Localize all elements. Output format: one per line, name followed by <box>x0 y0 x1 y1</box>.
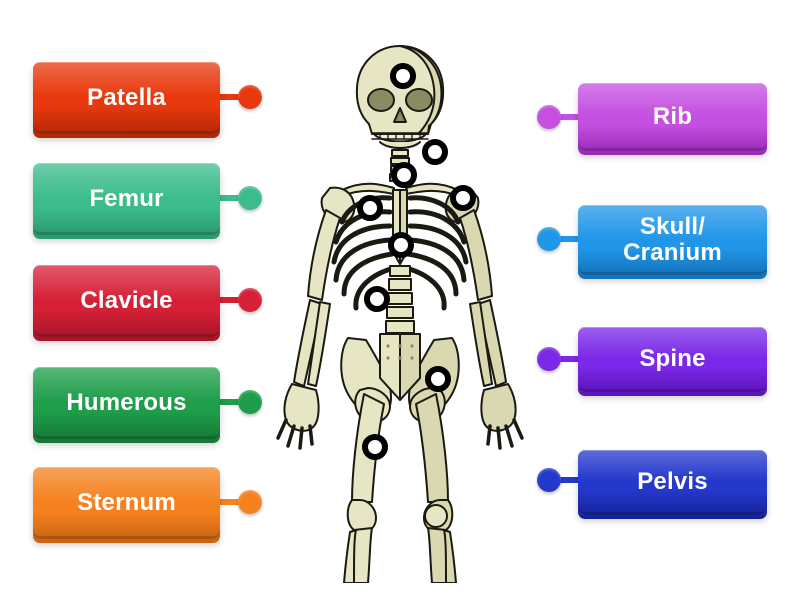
connector-stem-1 <box>557 236 589 242</box>
label-card-left-2[interactable]: Clavicle <box>33 265 220 337</box>
connector-knob-1[interactable] <box>537 227 561 251</box>
label-card-left-1[interactable]: Femur <box>33 163 220 235</box>
label-text: Rib <box>652 102 693 130</box>
marker-humerus[interactable] <box>450 185 476 211</box>
label-text: Sternum <box>77 488 176 516</box>
label-card-right-2[interactable]: Spine <box>578 327 767 392</box>
connector-knob-0[interactable] <box>537 105 561 129</box>
label-card-right-1[interactable]: Skull/ Cranium <box>578 205 767 275</box>
connector-stem-2 <box>214 297 246 303</box>
label-card-right-3[interactable]: Pelvis <box>578 450 767 515</box>
connector-knob-2[interactable] <box>238 288 262 312</box>
ribcage <box>331 189 469 311</box>
marker-patella[interactable] <box>362 434 388 460</box>
label-text: Spine <box>639 345 706 373</box>
connector-knob-4[interactable] <box>238 490 262 514</box>
marker-clavicle[interactable] <box>422 139 448 165</box>
label-text: Skull/ Cranium <box>623 212 722 266</box>
connector-stem-0 <box>557 114 589 120</box>
marker-sternum[interactable] <box>391 162 417 188</box>
connector-stem-0 <box>214 94 246 100</box>
connector-stem-1 <box>214 195 246 201</box>
connector-knob-2[interactable] <box>537 347 561 371</box>
label-card-right-0[interactable]: Rib <box>578 83 767 151</box>
label-text: Humerous <box>66 388 187 416</box>
label-text: Clavicle <box>80 286 173 314</box>
marker-pelvis[interactable] <box>364 286 390 312</box>
label-text: Patella <box>87 83 166 111</box>
label-card-left-4[interactable]: Sternum <box>33 467 220 539</box>
connector-knob-3[interactable] <box>238 390 262 414</box>
marker-femur[interactable] <box>425 366 451 392</box>
legs <box>343 393 457 583</box>
skeleton-illustration <box>268 38 532 583</box>
connector-knob-0[interactable] <box>238 85 262 109</box>
connector-stem-3 <box>214 399 246 405</box>
label-card-left-3[interactable]: Humerous <box>33 367 220 439</box>
connector-stem-3 <box>557 477 589 483</box>
arms <box>276 209 524 450</box>
marker-rib[interactable] <box>357 195 383 221</box>
connector-stem-4 <box>214 499 246 505</box>
label-card-left-0[interactable]: Patella <box>33 62 220 134</box>
label-text: Pelvis <box>637 468 708 496</box>
connector-stem-2 <box>557 356 589 362</box>
lumbar-spine <box>385 265 415 334</box>
marker-skull[interactable] <box>390 63 416 89</box>
connector-knob-3[interactable] <box>537 468 561 492</box>
label-text: Femur <box>89 184 164 212</box>
marker-spine[interactable] <box>388 232 414 258</box>
skull-group <box>355 45 445 149</box>
connector-knob-1[interactable] <box>238 186 262 210</box>
